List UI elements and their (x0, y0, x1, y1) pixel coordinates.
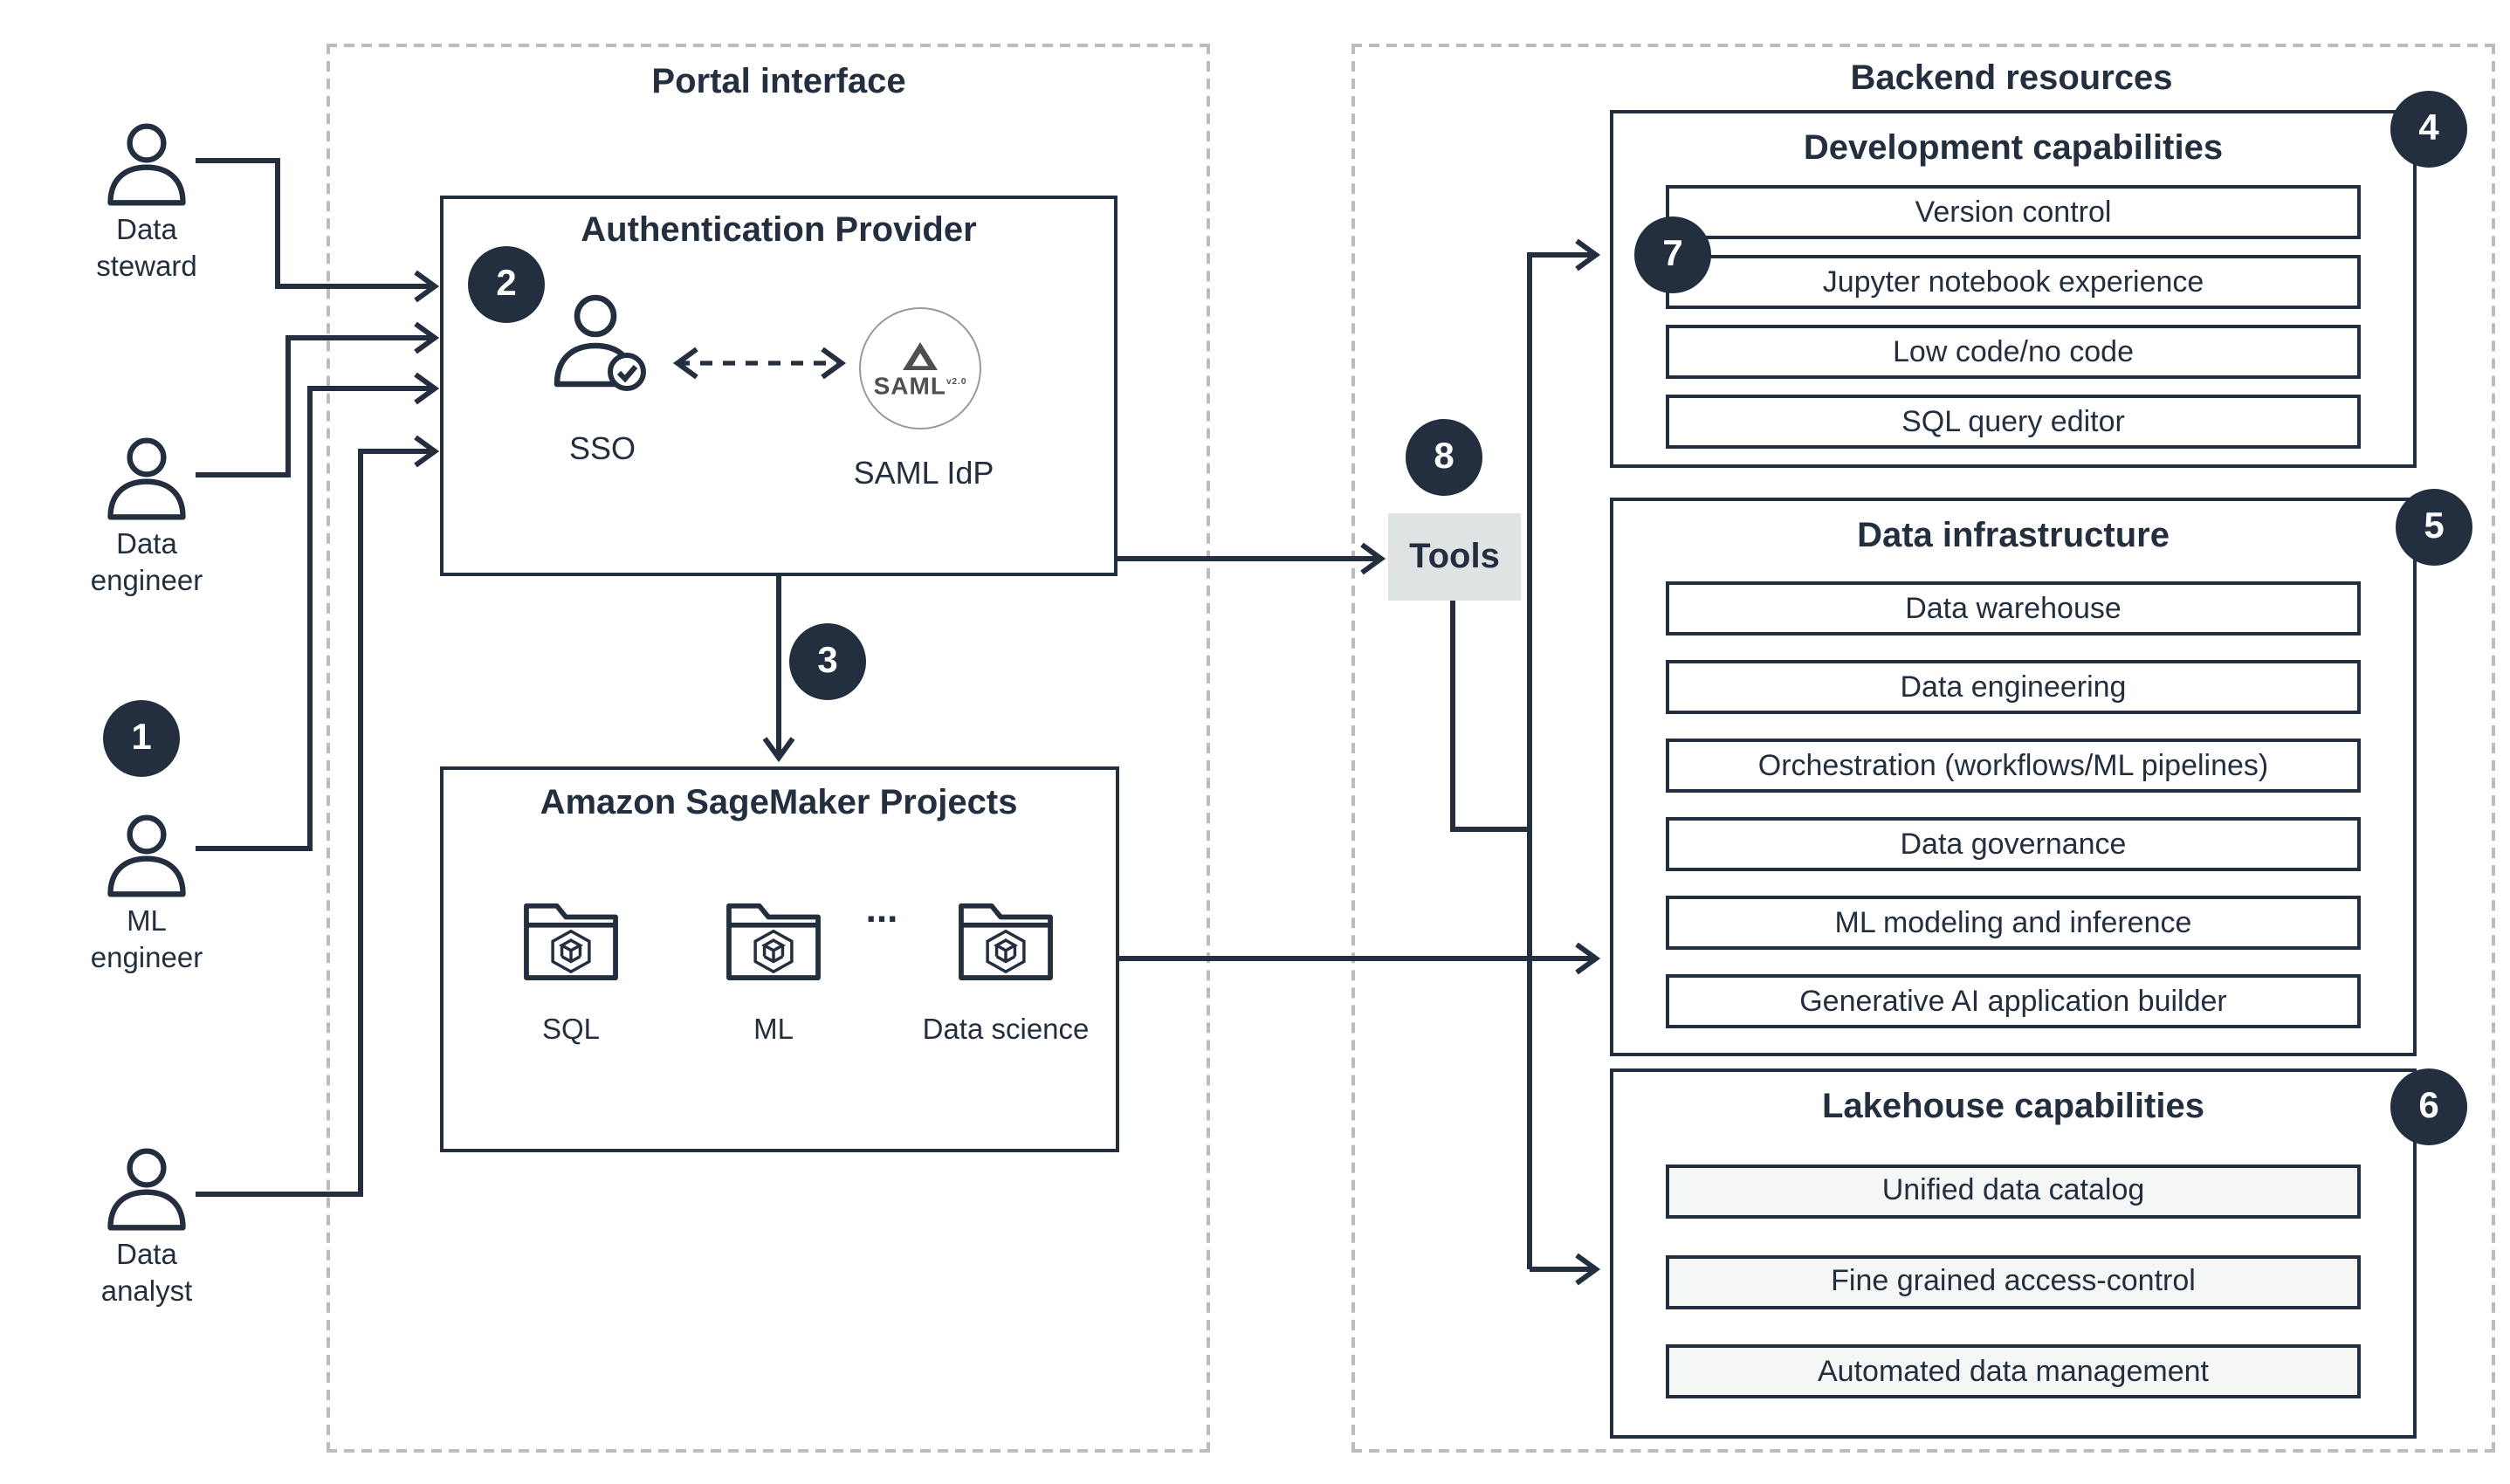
folder-label-ml: ML (753, 1014, 794, 1046)
development-capabilities-box: Development capabilities Version control… (1610, 110, 2417, 468)
step-badge-4: 4 (2390, 91, 2467, 168)
backend-zone-title: Backend resources (1850, 59, 2173, 98)
sso-label: SSO (568, 431, 636, 466)
capability-row-sql-query-editor: SQL query editor (1666, 395, 2361, 449)
data-infrastructure-box: Data infrastructure Data warehouse Data … (1610, 498, 2417, 1056)
folder-ellipsis: ... (865, 887, 898, 931)
data-infrastructure-title: Data infrastructure (1857, 517, 2170, 555)
user-icon-data-steward (107, 123, 186, 206)
folder-label-sql: SQL (541, 1014, 601, 1046)
lakehouse-capabilities-rows: Unified data catalog Fine grained access… (1666, 1128, 2361, 1435)
user-label-data-analyst: Data analyst (100, 1240, 193, 1308)
capability-row-data-governance: Data governance (1666, 817, 2361, 871)
sso-user-check-icon (554, 294, 646, 391)
capability-row-data-engineering: Data engineering (1666, 660, 2361, 714)
capability-row-data-warehouse: Data warehouse (1666, 581, 2361, 636)
saml-idp-label: SAML IdP (853, 456, 994, 491)
saml-logo-circle: SAMLv2.0 (859, 307, 981, 429)
development-capabilities-rows: Version control Jupyter notebook experie… (1666, 169, 2361, 464)
lakehouse-capabilities-title: Lakehouse capabilities (1822, 1088, 2204, 1126)
capability-row-low-code-no-code: Low code/no code (1666, 325, 2361, 379)
step-badge-5: 5 (2396, 489, 2472, 566)
capability-row-generative-ai-builder: Generative AI application builder (1666, 974, 2361, 1028)
authentication-provider-title: Authentication Provider (581, 211, 977, 250)
development-capabilities-title: Development capabilities (1803, 129, 2224, 168)
authentication-provider-box (439, 195, 1117, 576)
user-label-data-engineer: Data engineer (90, 529, 203, 597)
saml-logo-text: SAMLv2.0 (873, 370, 967, 399)
capability-row-orchestration: Orchestration (workflows/ML pipelines) (1666, 739, 2361, 793)
step-badge-2: 2 (468, 246, 545, 323)
project-folder-icon-data-science (959, 903, 1053, 980)
lakehouse-capabilities-box: Lakehouse capabilities Unified data cata… (1610, 1068, 2417, 1439)
user-icon-data-engineer (107, 437, 186, 520)
step-badge-8: 8 (1406, 419, 1482, 496)
step-badge-3: 3 (789, 623, 866, 700)
saml-logo-triangle-icon (903, 341, 938, 370)
capability-row-fine-grained-access-control: Fine grained access-control (1666, 1254, 2361, 1309)
capability-row-automated-data-management: Automated data management (1666, 1344, 2361, 1399)
tools-label: Tools (1409, 537, 1500, 575)
step-badge-1: 1 (103, 700, 180, 777)
tools-node: Tools (1388, 513, 1521, 601)
data-infrastructure-rows: Data warehouse Data engineering Orchestr… (1666, 557, 2361, 1053)
capability-row-unified-data-catalog: Unified data catalog (1666, 1164, 2361, 1219)
step-badge-7: 7 (1634, 216, 1711, 293)
project-folder-icon-ml (726, 903, 821, 980)
capability-row-version-control: Version control (1666, 185, 2361, 239)
step-badge-6: 6 (2390, 1068, 2467, 1145)
folder-label-data-science: Data science (922, 1014, 1090, 1046)
user-icon-ml-engineer (107, 814, 186, 897)
user-label-data-steward: Data steward (96, 215, 197, 283)
sagemaker-projects-title: Amazon SageMaker Projects (540, 784, 1018, 822)
user-icon-data-analyst (107, 1148, 186, 1231)
capability-row-jupyter-notebook: Jupyter notebook experience (1666, 255, 2361, 309)
capability-row-ml-modeling-inference: ML modeling and inference (1666, 896, 2361, 950)
user-label-ml-engineer: ML engineer (90, 906, 203, 974)
project-folder-icon-sql (524, 903, 618, 980)
portal-zone-title: Portal interface (651, 63, 906, 101)
